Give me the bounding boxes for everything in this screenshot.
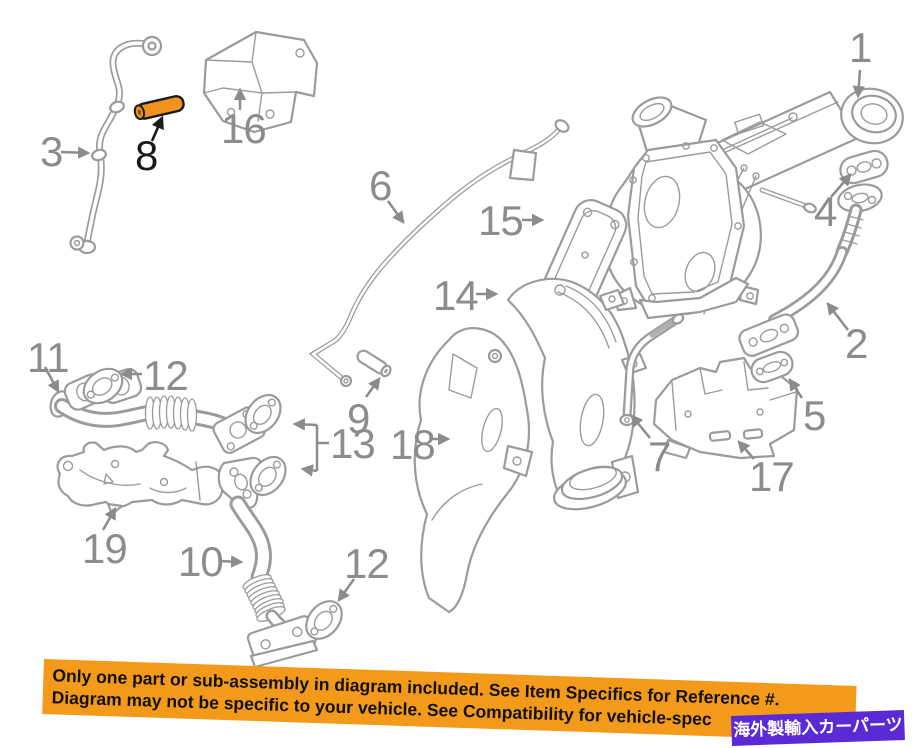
callout-6: 6 <box>369 162 392 209</box>
seller-badge: 海外製輸入カーパーツ <box>731 709 905 746</box>
callout-1: 1 <box>849 24 872 71</box>
callout-11: 11 <box>27 334 70 381</box>
part-16-heat-shield-cover <box>202 30 319 134</box>
callout-9: 9 <box>347 395 370 442</box>
callout-8-highlighted: 8 <box>135 132 158 179</box>
callout-10: 10 <box>178 538 224 585</box>
callout-14: 14 <box>433 272 479 319</box>
callout-17: 17 <box>749 453 795 500</box>
callout-12a: 12 <box>143 352 189 399</box>
part-10-flex-pipe <box>217 456 319 669</box>
callout-arrows <box>43 69 865 603</box>
callout-13: 13 <box>330 420 376 467</box>
part-7-tube <box>619 313 685 427</box>
callout-18: 18 <box>390 421 436 468</box>
part-19-manifold <box>56 441 226 516</box>
part-9-small-tube <box>356 349 392 378</box>
callout-12b: 12 <box>344 540 390 587</box>
callout-19: 19 <box>82 525 128 572</box>
callout-4: 4 <box>814 188 837 235</box>
callout-5: 5 <box>803 392 826 439</box>
part-1-turbocharger <box>603 87 904 320</box>
callout-3: 3 <box>40 128 63 175</box>
part-18-heat-shield <box>413 327 534 614</box>
part-8-highlighted-tube <box>133 95 185 121</box>
part-2-oil-drain-pipe <box>738 183 883 357</box>
part-6-pipe <box>308 119 570 388</box>
part-5-gasket <box>750 350 794 384</box>
callout-2: 2 <box>845 320 868 367</box>
part-14-heat-shield-duct <box>506 277 648 511</box>
part-3-oil-line <box>69 35 163 255</box>
callout-7: 7 <box>648 433 671 480</box>
callout-15: 15 <box>478 197 524 244</box>
callout-16: 16 <box>221 105 267 152</box>
